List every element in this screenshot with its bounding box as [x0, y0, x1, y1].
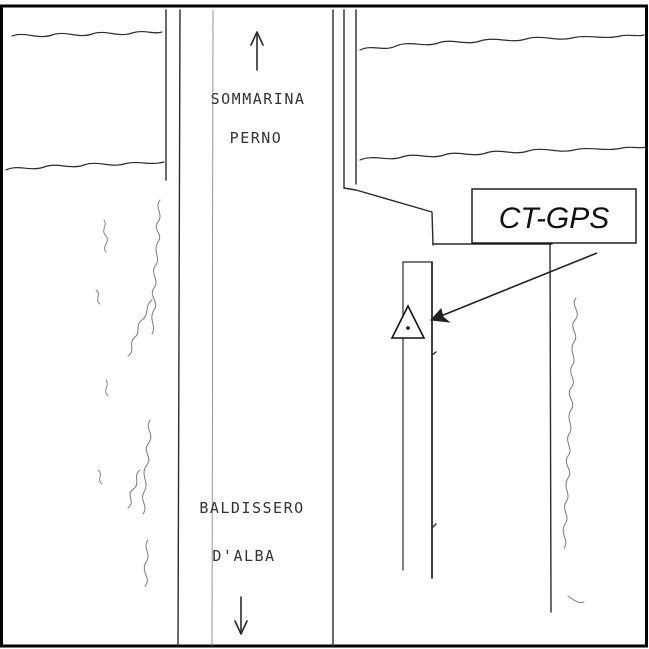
- road-label-north-line2: PERNO: [230, 129, 283, 147]
- road-edge-inner-left: [177, 9, 181, 647]
- vegetation-scrawl-text: [95, 219, 109, 485]
- road-label-north-line1: SOMMARINA: [211, 90, 306, 108]
- vegetation-left: [127, 199, 161, 587]
- station-callout-box: [471, 188, 637, 244]
- boundary-top-left: [11, 30, 163, 38]
- road-label-south-line1: BALDISSERO: [199, 499, 304, 517]
- survey-triangle-marker-icon: [390, 304, 426, 339]
- vegetation-right: [562, 297, 585, 603]
- branch-widening: [343, 187, 434, 246]
- arrow-down-icon: [234, 596, 248, 635]
- road-shoulder-line: [211, 9, 214, 647]
- road-label-south-line2: D'ALBA: [212, 547, 275, 565]
- arrow-up-icon: [250, 31, 264, 71]
- map-frame: [0, 4, 648, 648]
- branch-right-edge: [549, 243, 552, 613]
- strip-tick-marks: [431, 351, 437, 529]
- boundary-mid-right: [359, 146, 647, 161]
- boundary-mid-left: [5, 161, 165, 171]
- boundary-top-right: [359, 34, 645, 51]
- callout-leader-arrow: [429, 252, 598, 323]
- station-label: CT-GPS: [499, 202, 610, 235]
- station-callout: CT-GPS: [471, 188, 637, 244]
